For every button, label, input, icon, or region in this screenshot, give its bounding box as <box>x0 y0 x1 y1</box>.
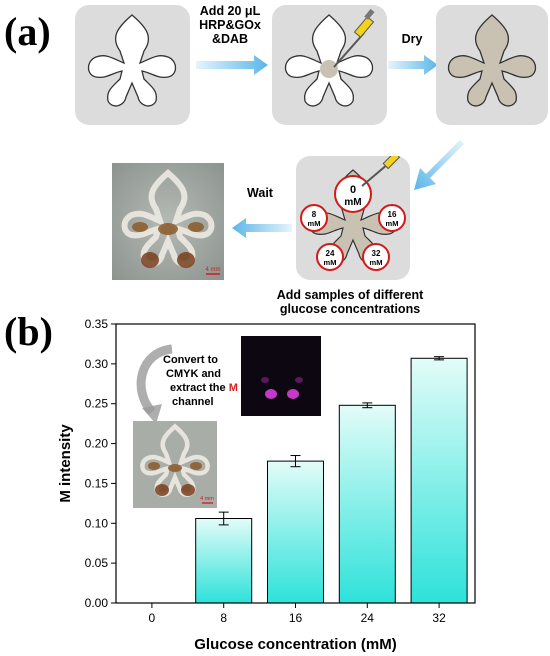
panel-b-label: (b) <box>4 309 53 354</box>
zone-0-unit: mM <box>344 197 361 208</box>
x-tick-label: 32 <box>432 611 446 625</box>
developed-device-photo: 4 mm <box>112 163 224 280</box>
zone-32-value: 32 <box>372 249 381 258</box>
bar-32 <box>410 357 468 604</box>
bar-8 <box>195 518 253 604</box>
m-channel-image <box>241 336 321 416</box>
annotation-line1: Convert to <box>163 354 218 366</box>
annotation-line3-text: extract the <box>170 382 229 394</box>
paper-device-dried-tile <box>436 5 548 125</box>
step1-line3: &DAB <box>211 32 249 46</box>
step1-text: Add 20 μL HRP&GOx &DAB <box>190 4 270 46</box>
annotation-line2: CMYK and <box>166 368 221 380</box>
y-tick-label: 0.10 <box>85 516 109 530</box>
y-tick-label: 0.35 <box>85 317 109 331</box>
zone-8-circle <box>300 204 328 232</box>
y-tick-label: 0.05 <box>85 556 109 570</box>
zone-24-unit: mM <box>324 258 337 267</box>
step1-line2: HRP&GOx <box>199 18 261 32</box>
step2-text: Dry <box>401 32 423 46</box>
step1-line1: Add 20 μL <box>199 4 261 18</box>
zone-24-value: 24 <box>326 249 335 258</box>
paper-device-reagent-tile <box>272 5 387 125</box>
paper-device-dried-pattern <box>447 14 537 107</box>
arrow-wait <box>232 218 292 238</box>
zone-16-unit: mM <box>386 219 399 228</box>
arrow-step2 <box>388 55 438 75</box>
zone-0-value: 0 <box>350 184 356 196</box>
y-tick-label: 0.20 <box>85 437 109 451</box>
annotation-m-highlight: M <box>229 382 238 394</box>
annotation-line4: channel <box>172 396 214 408</box>
pipette-icon <box>333 8 375 68</box>
x-axis-label: Glucose concentration (mM) <box>194 636 397 653</box>
paper-device-sample-pattern: 0 mM 8 mM 16 mM 24 mM 32 mM <box>300 151 406 271</box>
wait-text: Wait <box>247 186 273 200</box>
x-tick-label: 0 <box>149 611 156 625</box>
caption-add-samples: Add samples of different glucose concent… <box>250 288 450 316</box>
x-tick-label: 8 <box>220 611 227 625</box>
zone-8-unit: mM <box>308 219 321 228</box>
flower-outline <box>87 14 177 107</box>
caption-line2: glucose concentrations <box>279 302 421 316</box>
paper-device-sample-tile: 0 mM 8 mM 16 mM 24 mM 32 mM <box>296 151 410 280</box>
conversion-arrow-icon <box>136 344 173 416</box>
y-tick-label: 0.00 <box>85 596 109 610</box>
zone-8-value: 8 <box>312 210 317 219</box>
arrow-step1 <box>196 55 268 75</box>
x-tick-label: 24 <box>361 611 375 625</box>
panel-a-label: (a) <box>4 9 51 54</box>
paper-device-blank-tile <box>75 5 190 125</box>
y-tick-label: 0.30 <box>85 357 109 371</box>
zone-16-value: 16 <box>388 210 397 219</box>
inset-device-photo: 4 mm <box>133 421 217 508</box>
zone-24-circle <box>316 243 344 271</box>
arrow-step3 <box>414 140 464 190</box>
pipette-icon <box>361 151 401 187</box>
annotation-line3: extract the M <box>170 382 238 394</box>
x-tick-label: 16 <box>289 611 303 625</box>
y-axis-label: M intensity <box>57 424 74 503</box>
caption-line1: Add samples of different <box>276 288 424 302</box>
photo-scale-bar-label: 4 mm <box>206 267 221 273</box>
bar-24 <box>338 404 396 604</box>
y-tick-label: 0.25 <box>85 397 109 411</box>
paper-device-reagent-pattern <box>284 8 375 107</box>
bar-16 <box>266 460 325 604</box>
zone-16-circle <box>378 204 406 232</box>
paper-device-blank-pattern <box>87 14 177 107</box>
zone-32-unit: mM <box>370 258 383 267</box>
m-intensity-bar-chart: 0.00 0.05 0.10 0.15 0.20 0.25 0.30 0.35 0 8 16 24 32… <box>57 317 476 653</box>
inset-scale-bar-label: 4 mm <box>200 496 214 502</box>
zone-32-circle <box>362 243 390 271</box>
y-tick-label: 0.15 <box>85 476 109 490</box>
